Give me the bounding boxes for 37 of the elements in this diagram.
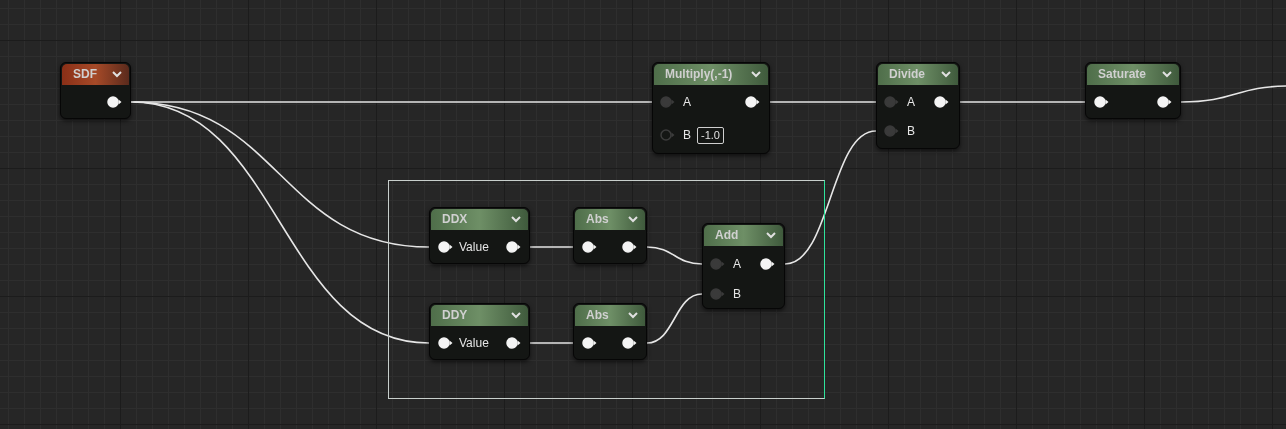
comment-box xyxy=(388,180,825,399)
material-node xyxy=(876,62,960,149)
pin-label: A xyxy=(907,95,915,109)
pin-label: B xyxy=(733,287,741,301)
wire xyxy=(130,101,430,344)
value-field: -1.0 xyxy=(697,127,724,144)
wire xyxy=(769,101,877,103)
wire xyxy=(784,130,877,265)
node-title: Abs xyxy=(586,308,609,322)
pin-label: B xyxy=(907,124,915,138)
material-node xyxy=(702,223,785,309)
pin-label: A xyxy=(683,95,691,109)
material-node xyxy=(573,303,647,360)
node-title: DDY xyxy=(442,308,468,322)
pin-label: A xyxy=(733,257,741,271)
wire xyxy=(646,246,703,265)
node-title: Multiply(,-1) xyxy=(665,67,733,81)
node-title: Saturate xyxy=(1098,67,1147,81)
node-title: DDX xyxy=(442,212,468,226)
node-title: Add xyxy=(715,228,739,242)
pin-label: B xyxy=(683,128,691,142)
wire xyxy=(959,101,1086,103)
pin-label: Value xyxy=(459,336,489,350)
wire xyxy=(529,246,574,248)
wire xyxy=(529,342,574,344)
material-node xyxy=(652,62,770,154)
node-title: Abs xyxy=(586,212,609,226)
pin-label: Value xyxy=(459,240,489,254)
material-node xyxy=(60,62,131,119)
wire xyxy=(1180,85,1286,103)
material-node xyxy=(573,207,647,264)
material-node xyxy=(1085,62,1181,119)
node-title: Divide xyxy=(889,67,925,81)
node-title: SDF xyxy=(73,67,97,81)
material-node xyxy=(429,303,530,360)
material-node xyxy=(429,207,530,264)
wire xyxy=(646,293,703,344)
